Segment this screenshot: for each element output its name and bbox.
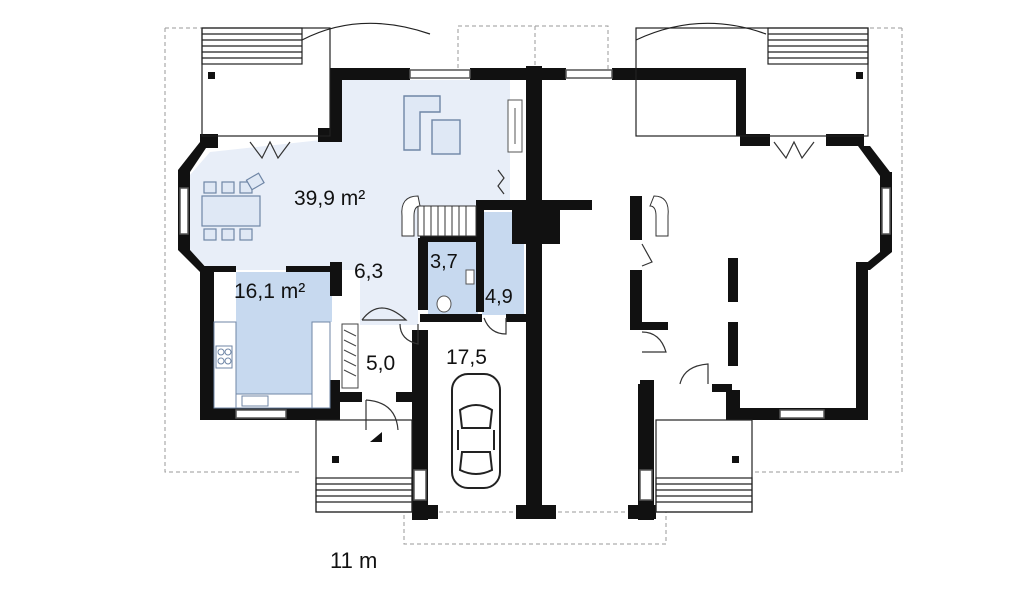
windows	[179, 69, 891, 501]
scale-label: 11 m	[330, 548, 377, 573]
stairs	[401, 195, 669, 237]
terraces	[201, 22, 869, 513]
utility-area: 4,9	[485, 286, 513, 308]
kitchen-counter	[213, 321, 331, 409]
wardrobe	[341, 323, 359, 389]
walls	[178, 66, 892, 520]
site-outline	[164, 25, 903, 545]
room-fills	[190, 80, 524, 394]
entrance-arrow-icon	[370, 432, 382, 442]
wc-area: 3,7	[430, 251, 458, 273]
living-room-fill	[190, 80, 510, 325]
hall-area: 6,3	[354, 260, 383, 283]
tv-cabinet	[507, 99, 523, 153]
doors	[249, 140, 815, 431]
car-icon	[451, 373, 501, 489]
kitchen-area: 16,1 m²	[234, 280, 305, 303]
living-room-area: 39,9 m²	[294, 187, 365, 210]
terrace-posts	[208, 72, 863, 463]
dining-set	[201, 172, 265, 241]
garage-area: 17,5	[446, 346, 487, 369]
kitchen-fill	[236, 272, 332, 394]
sofa	[403, 95, 461, 155]
entrance-area: 5,0	[366, 352, 395, 375]
wc-fixtures	[436, 269, 475, 313]
